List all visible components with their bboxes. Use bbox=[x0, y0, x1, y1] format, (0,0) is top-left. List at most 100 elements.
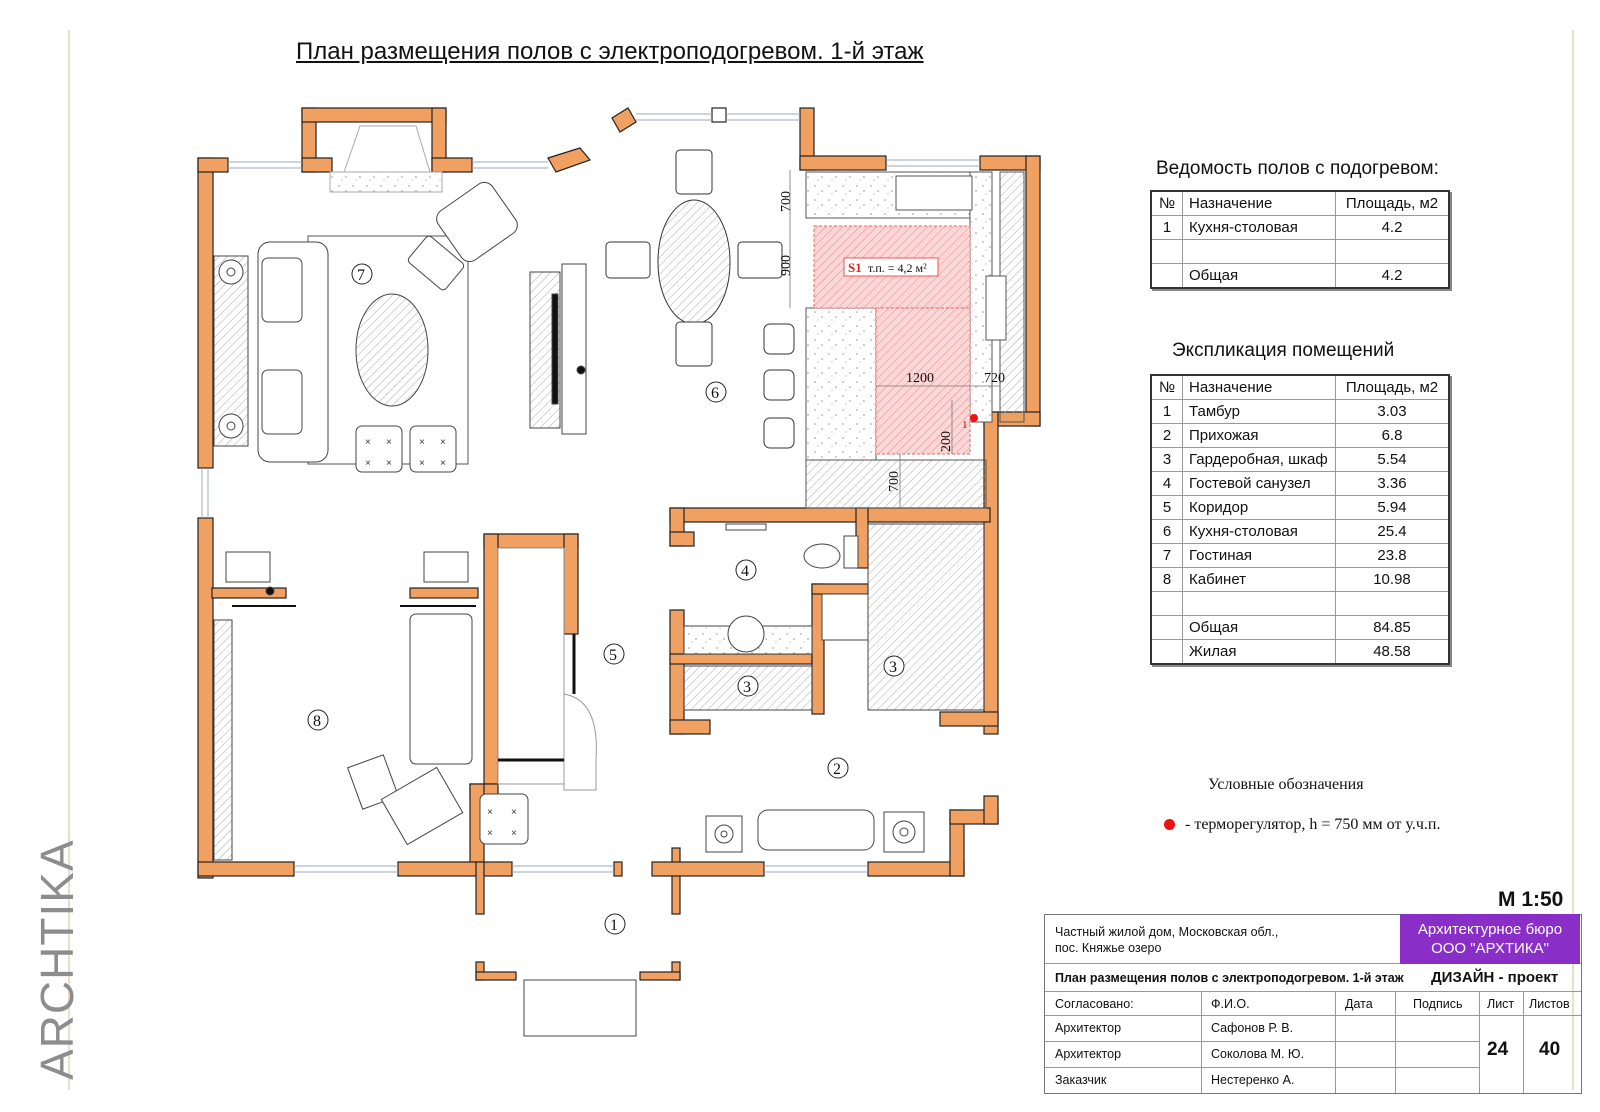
dimension-lines bbox=[789, 170, 1000, 508]
table-cell bbox=[1150, 591, 1183, 616]
chair-left bbox=[605, 241, 651, 279]
table-cell: 10.98 bbox=[1335, 567, 1450, 592]
table-cell: 4.2 bbox=[1335, 215, 1450, 240]
table-cell: 23.8 bbox=[1335, 543, 1450, 568]
table-cell: 3.03 bbox=[1335, 399, 1450, 424]
table-cell: 48.58 bbox=[1335, 639, 1450, 665]
tv-knob bbox=[576, 365, 586, 375]
table-header-row: № Назначение Площадь, м2 bbox=[1150, 374, 1450, 400]
wall-wardrobe-h bbox=[811, 583, 869, 595]
room-number-3b: 3 bbox=[743, 679, 751, 696]
dim-900: 900 bbox=[779, 255, 794, 276]
bookshelf bbox=[213, 619, 233, 861]
bureau-line-1: Архитектурное бюро bbox=[1417, 921, 1563, 938]
table-cell: 4 bbox=[1150, 471, 1183, 496]
table-cell: 6.8 bbox=[1335, 423, 1450, 448]
wall-bath-bottom bbox=[669, 719, 711, 735]
header-cell: Назначение bbox=[1182, 190, 1336, 216]
person-role-1: Архитектор bbox=[1055, 1021, 1122, 1035]
room-number-8: 8 bbox=[313, 713, 321, 730]
room-number-5: 5 bbox=[609, 647, 617, 664]
wall-angle-2 bbox=[611, 107, 637, 133]
bar-stool-3 bbox=[763, 417, 795, 449]
header-cell: Площадь, м2 bbox=[1335, 374, 1450, 400]
sofa-cushion-1 bbox=[261, 257, 303, 323]
daybed bbox=[409, 613, 473, 765]
wardrobe-rail-2 bbox=[867, 523, 985, 711]
stairs bbox=[497, 547, 597, 791]
hob bbox=[985, 275, 1007, 341]
person-name-2: Соколова М. Ю. bbox=[1211, 1047, 1305, 1061]
footstool bbox=[407, 235, 465, 291]
hall-bench bbox=[757, 809, 875, 851]
thermostat-dot-icon bbox=[1164, 819, 1175, 830]
svg-text:×: × bbox=[365, 458, 371, 469]
wall-study-shelf-2 bbox=[409, 587, 479, 599]
wall-door-post bbox=[613, 861, 623, 877]
heated-zone-code: S1 bbox=[848, 260, 862, 275]
table-cell bbox=[1150, 615, 1183, 640]
wall-bottom-mid-right bbox=[651, 861, 765, 877]
washbasin bbox=[727, 615, 765, 653]
pouf-2 bbox=[409, 425, 457, 473]
svg-text:×: × bbox=[419, 458, 425, 469]
study-furniture: ×× ×× bbox=[213, 551, 529, 861]
person-role-3: Заказчик bbox=[1055, 1073, 1107, 1087]
thermostat-marker bbox=[970, 414, 978, 422]
title-block: Частный жилой дом, Московская обл., пос.… bbox=[1044, 914, 1582, 1094]
fireplace-hearth bbox=[329, 171, 443, 193]
table-cell: 25.4 bbox=[1335, 519, 1450, 544]
table-cell: 8 bbox=[1150, 567, 1183, 592]
pouf-1 bbox=[355, 425, 403, 473]
table-cell: 3 bbox=[1150, 447, 1183, 472]
project-line-1: Частный жилой дом, Московская обл., bbox=[1055, 925, 1279, 939]
table-cell: 1 bbox=[1150, 215, 1183, 240]
table-row: 1 Кухня-столовая 4.2 bbox=[1150, 215, 1450, 240]
room-number-6: 6 bbox=[711, 385, 719, 402]
wardrobe-chair bbox=[821, 593, 869, 641]
table-cell: 4.2 bbox=[1335, 263, 1450, 289]
thermostat-number: 1 bbox=[962, 419, 968, 431]
table-cell: 6 bbox=[1150, 519, 1183, 544]
col-agreed: Согласовано: bbox=[1055, 997, 1134, 1011]
svg-text:×: × bbox=[386, 437, 392, 448]
project-line-2: пос. Княжье озеро bbox=[1055, 941, 1162, 955]
windows bbox=[201, 113, 980, 873]
page-title: План размещения полов с электроподогрево… bbox=[296, 38, 924, 65]
person-name-1: Сафонов Р. В. bbox=[1211, 1021, 1294, 1035]
table-cell bbox=[1150, 239, 1183, 264]
dim-720: 720 bbox=[984, 371, 1005, 386]
wall-bay-top bbox=[301, 107, 447, 123]
table-cell bbox=[1335, 591, 1450, 616]
frame-right-line bbox=[1572, 30, 1574, 1090]
room-number-4: 4 bbox=[741, 563, 749, 580]
table-cell: 2 bbox=[1150, 423, 1183, 448]
legend-title: Условные обозначения bbox=[1208, 776, 1364, 793]
fireplace bbox=[343, 125, 431, 173]
table-cell: 84.85 bbox=[1335, 615, 1450, 640]
dim-200: 200 bbox=[939, 431, 954, 452]
scale-label: М 1:50 bbox=[1498, 888, 1564, 911]
header-cell: № bbox=[1150, 190, 1183, 216]
table-cell: Кухня-столовая bbox=[1182, 519, 1336, 544]
monitor-2 bbox=[423, 551, 469, 583]
walls bbox=[197, 107, 1041, 981]
table-row: Общая 4.2 bbox=[1150, 263, 1450, 289]
table-cell: 1 bbox=[1150, 399, 1183, 424]
tv bbox=[551, 293, 559, 405]
table-cell: Кабинет bbox=[1182, 567, 1336, 592]
ottoman bbox=[479, 793, 529, 845]
svg-text:×: × bbox=[487, 828, 493, 839]
header-cell: № bbox=[1150, 374, 1183, 400]
coffee-table bbox=[355, 293, 429, 407]
bar-stool-1 bbox=[763, 323, 795, 355]
stair-run bbox=[497, 547, 565, 785]
room-markers: 1 2 3 3 4 5 6 7 8 bbox=[307, 263, 905, 935]
